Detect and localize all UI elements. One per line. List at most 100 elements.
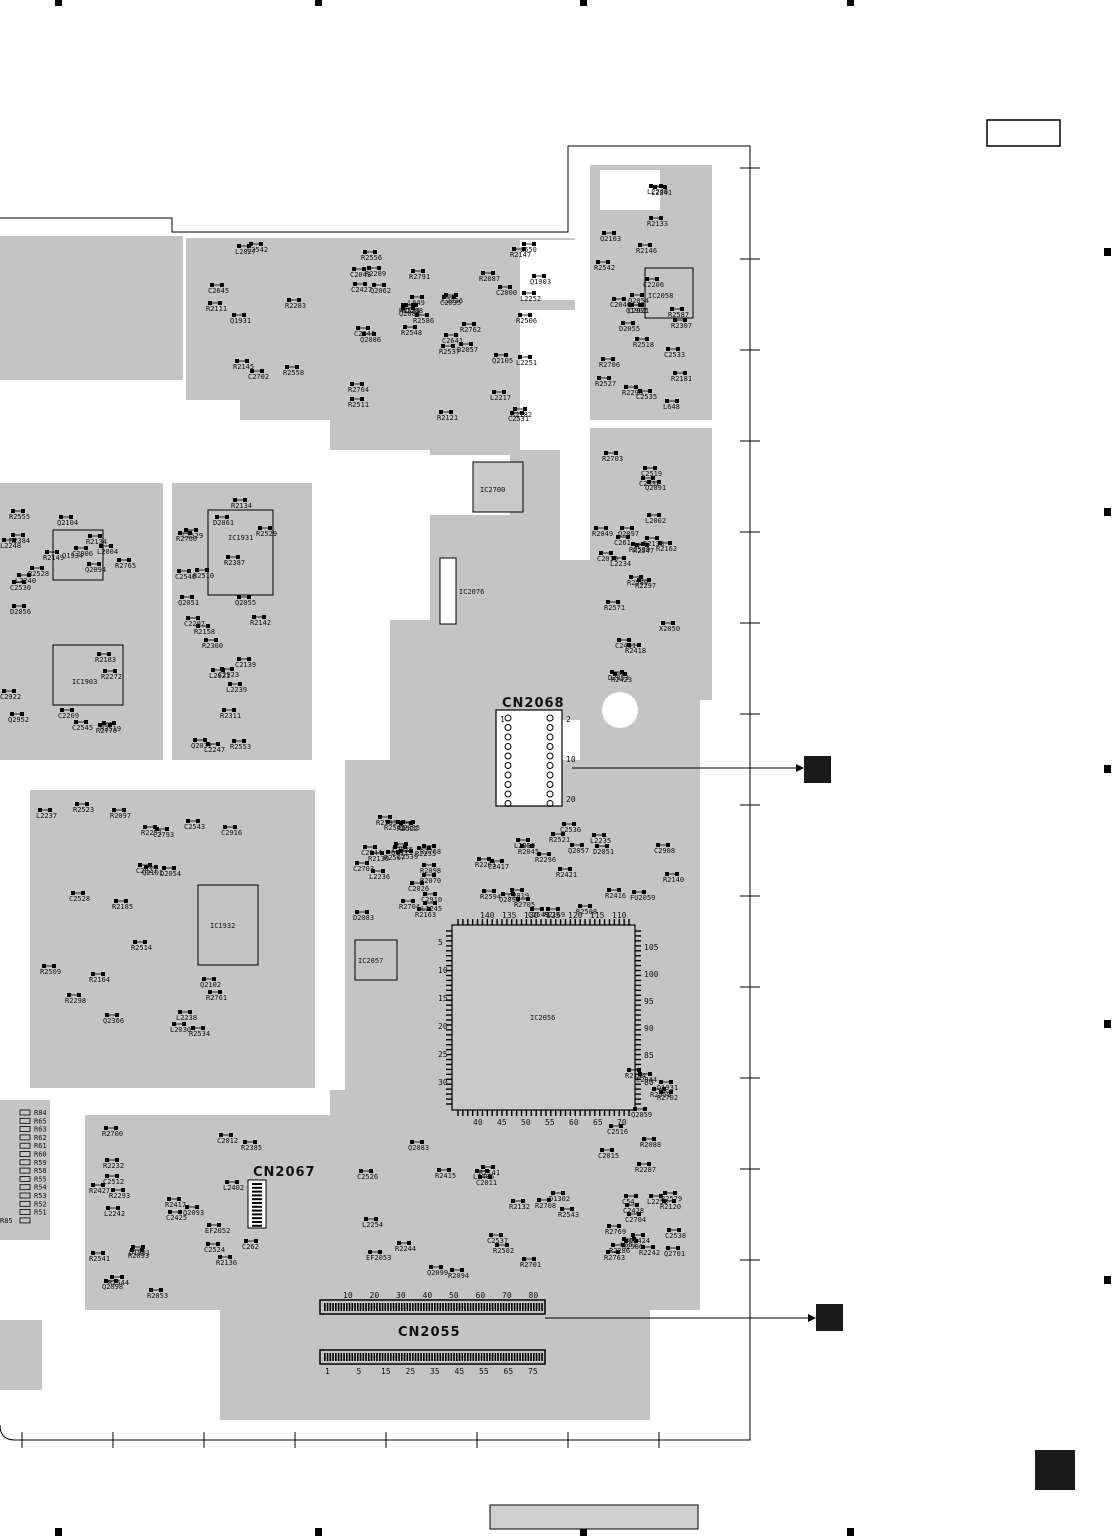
edge-part-label: R55 — [34, 1175, 47, 1183]
part-l2252 — [522, 291, 536, 295]
part-label: Q2097 — [618, 530, 639, 538]
part-ef2053 — [368, 1250, 382, 1254]
part-c2206 — [645, 277, 659, 281]
ic2056-pin-label: 15 — [438, 994, 448, 1003]
part-label: C2424 — [629, 1237, 650, 1245]
part-label: L2237 — [36, 812, 57, 820]
part-label: R2053 — [147, 1292, 168, 1300]
svg-text:IC1903: IC1903 — [72, 678, 97, 686]
cn2055-pin-label: 55 — [479, 1367, 489, 1376]
part-d2054 — [162, 866, 176, 870]
ic2056-pin-label: 85 — [644, 1051, 654, 1060]
part-c54 — [624, 1194, 638, 1198]
part-label: Q2098 — [102, 1283, 123, 1291]
part-q2701 — [666, 1246, 680, 1250]
part-label: C2546 — [175, 573, 196, 581]
part-label: R2162 — [656, 545, 677, 553]
part-c2040 — [612, 297, 626, 301]
part-r2185 — [114, 899, 128, 903]
ruler-right — [740, 167, 760, 1261]
part-r2571 — [606, 600, 620, 604]
part-label: R2571 — [604, 604, 625, 612]
part-label: R2141 — [479, 1169, 500, 1177]
part-label: R2232 — [103, 1162, 124, 1170]
part-r2181 — [673, 371, 687, 375]
part-label: C2016 — [442, 297, 463, 305]
part-q2099 — [429, 1265, 443, 1269]
cn2068-pin-label: 2 — [566, 715, 571, 724]
part-label: L2241 — [651, 189, 672, 197]
part-label: Q2102 — [200, 981, 221, 989]
cn2055-pin-label: 75 — [528, 1367, 538, 1376]
part-r2169 — [546, 907, 560, 911]
part-q1903 — [532, 274, 546, 278]
part-label: R2541 — [89, 1255, 110, 1263]
part-d2053 — [610, 670, 624, 674]
part-label: C2530 — [10, 584, 31, 592]
part-label: C2427 — [351, 286, 372, 294]
part-r2523 — [75, 802, 89, 806]
part-label: D2054 — [160, 870, 181, 878]
edge-part-label: R54 — [34, 1184, 47, 1192]
part-c2027 — [138, 863, 152, 867]
part-label: EF2053 — [366, 1254, 391, 1262]
part-r2093 — [130, 1248, 144, 1252]
part-r2244 — [397, 1241, 411, 1245]
part-r2541 — [91, 1251, 105, 1255]
ic2056-pin-label: 140 — [480, 911, 495, 920]
part-label: R2791 — [409, 273, 430, 281]
part-r2163 — [417, 907, 431, 911]
part-r2288 — [404, 303, 418, 307]
part-r2162 — [658, 541, 672, 545]
part-label: EF2052 — [205, 1227, 230, 1235]
part-d2051 — [595, 844, 609, 848]
svg-text:IC1932: IC1932 — [210, 922, 235, 930]
part-c2139 — [237, 657, 251, 661]
part-label: R2762 — [460, 326, 481, 334]
part-r2307 — [673, 318, 687, 322]
part-r2416 — [607, 888, 621, 892]
part-r2136 — [218, 1255, 232, 1259]
ic2056-pin-label: 10 — [438, 966, 448, 975]
part-r2298 — [67, 993, 81, 997]
part-r2097 — [112, 808, 126, 812]
part-label: C2206 — [643, 281, 664, 289]
part-r2510 — [195, 568, 209, 572]
svg-text:IC2076: IC2076 — [459, 588, 484, 596]
part-label: R2130 — [368, 855, 389, 863]
part-c2535 — [638, 389, 652, 393]
part-q2105 — [494, 353, 508, 357]
part-label: Q2105 — [492, 357, 513, 365]
part-r2070 — [422, 873, 436, 877]
part-label: C2923 — [218, 671, 239, 679]
part-label: FU2059 — [630, 894, 655, 902]
part-r2140 — [665, 872, 679, 876]
part-l2245 — [423, 901, 437, 905]
part-label: C2543 — [184, 823, 205, 831]
part-r2415 — [437, 1168, 451, 1172]
part-r2049 — [594, 526, 608, 530]
part-r2518 — [635, 337, 649, 341]
part-label: R2703 — [602, 455, 623, 463]
part-label: R2169 — [544, 911, 565, 919]
edge-part-label: R85 — [0, 1217, 13, 1225]
part-label: R2140 — [663, 876, 684, 884]
part-r2142 — [252, 615, 266, 619]
part-label: Q1903 — [530, 278, 551, 286]
part-label: R2586 — [622, 1243, 643, 1251]
part-label: Q2057 — [568, 847, 589, 855]
part-label: C2533 — [664, 351, 685, 359]
part-c2793 — [155, 827, 169, 831]
part-label: L2217 — [490, 394, 511, 402]
part-label: R2142 — [250, 619, 271, 627]
ic2056-pin-label: 90 — [644, 1024, 654, 1033]
part-label: Q2054 — [628, 297, 649, 305]
part-label: R2251 — [141, 829, 162, 837]
part-label: C262 — [242, 1243, 259, 1251]
part-r2522 — [399, 821, 413, 825]
part-label: R2520 — [629, 546, 650, 554]
part-c2908 — [656, 843, 670, 847]
part-label: R2182 — [511, 411, 532, 419]
part-label: R2544 — [108, 1279, 129, 1287]
part-c2922 — [2, 689, 16, 693]
